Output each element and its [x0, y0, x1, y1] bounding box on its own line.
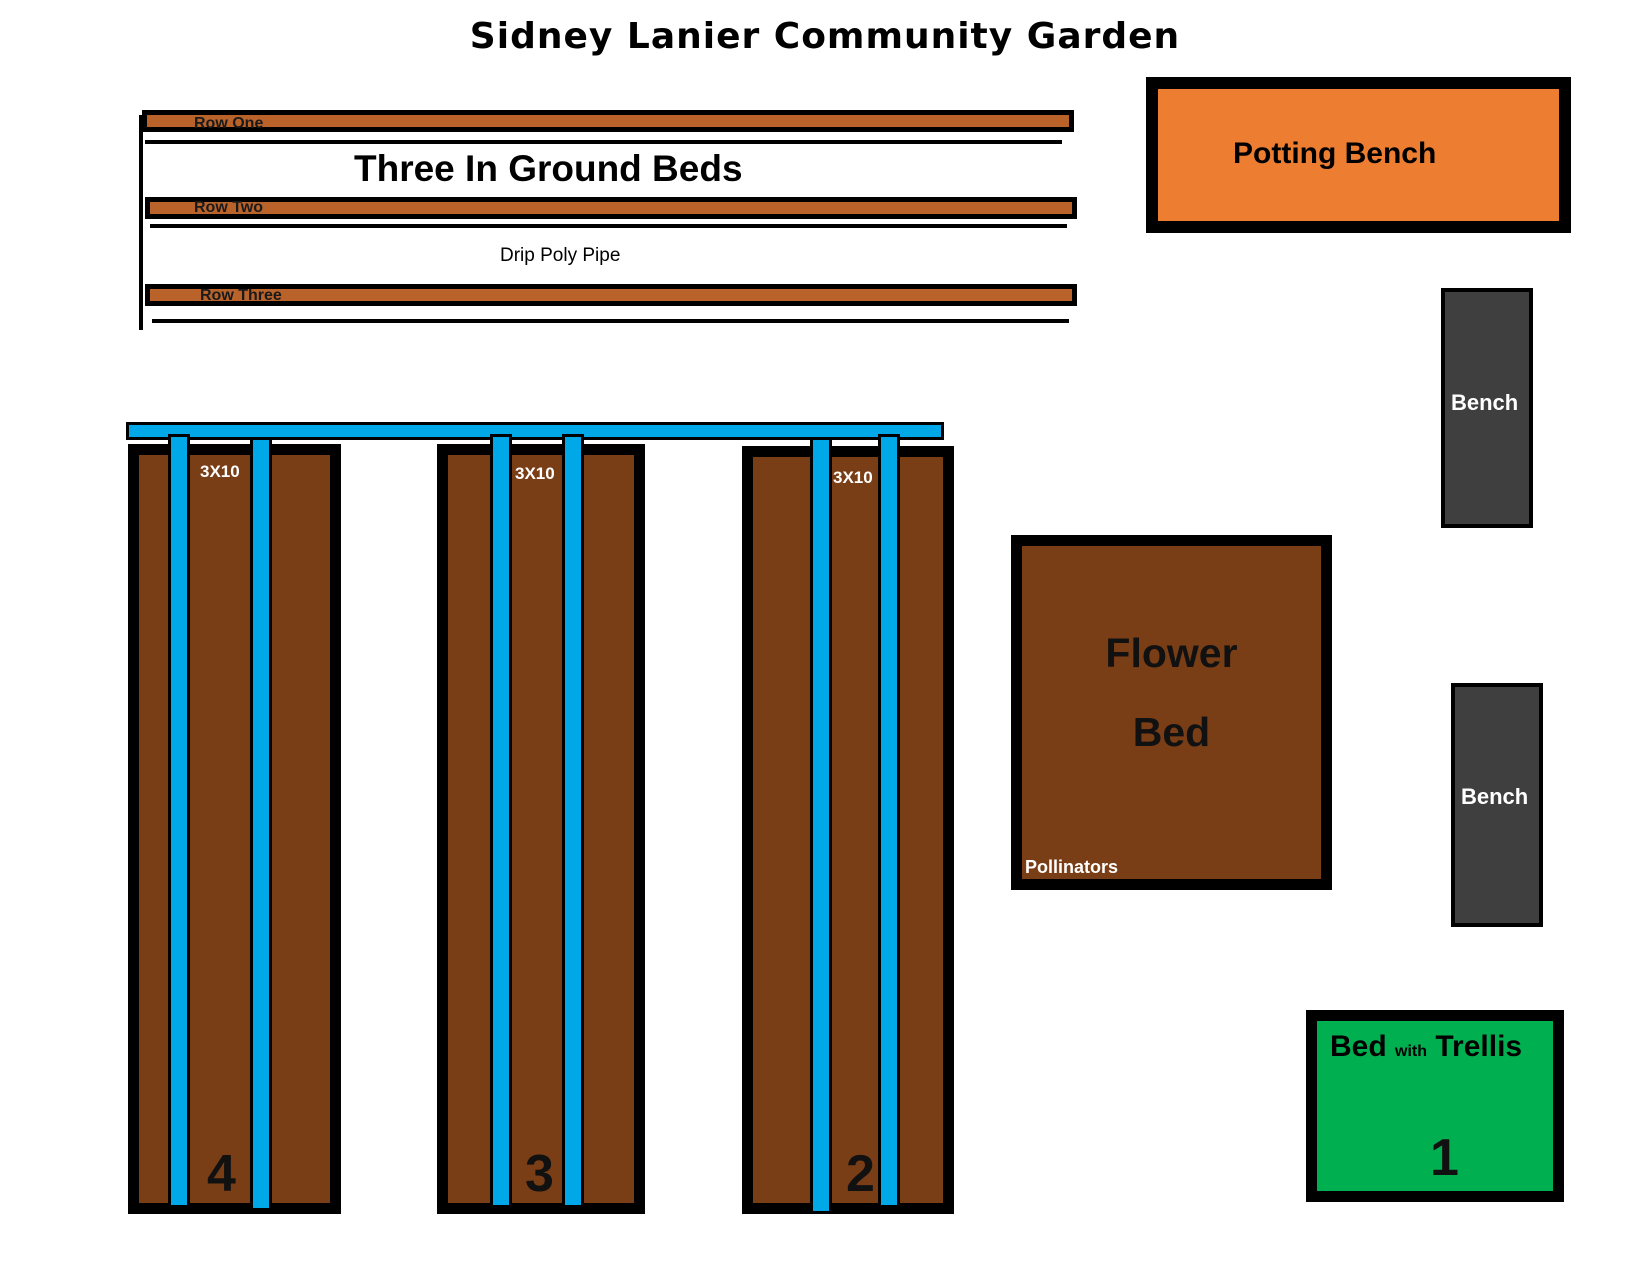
row-one-drip-line	[145, 140, 1062, 144]
in-ground-left-border	[139, 115, 143, 330]
bench-upper-label: Bench	[1451, 390, 1519, 415]
raised-bed-4-drip-left	[168, 434, 190, 1208]
row-three-strip	[145, 284, 1077, 306]
raised-bed-4	[128, 444, 341, 1214]
flower-bed-pollinators-note: Pollinators	[1025, 857, 1119, 877]
row-two-drip-line	[150, 224, 1067, 228]
row-two-strip	[145, 197, 1077, 219]
raised-bed-4-number: 4	[207, 1145, 236, 1203]
raised-bed-2-dims: 3X10	[833, 468, 873, 487]
trellis-bed-number: 1	[1430, 1129, 1459, 1187]
trellis-bed	[1306, 1010, 1564, 1202]
trellis-bed-word-with: with	[1395, 1043, 1428, 1060]
drip-pipe-header	[126, 422, 944, 440]
raised-bed-2	[742, 446, 954, 1214]
in-ground-beds-area: Row One Three In Ground Beds Row Two Dri…	[0, 0, 1100, 340]
raised-bed-3-drip-right	[562, 434, 584, 1208]
row-one-label: Row One	[194, 115, 264, 132]
flower-bed	[1011, 535, 1332, 890]
raised-bed-2-drip-right	[878, 434, 900, 1208]
row-two-label: Row Two	[194, 199, 264, 216]
raised-bed-4-dims: 3X10	[200, 462, 240, 481]
flower-bed-label-line1: Flower	[1105, 630, 1238, 676]
page-title: Sidney Lanier Community Garden	[469, 16, 1181, 57]
potting-bench-label: Potting Bench	[1233, 137, 1437, 170]
raised-bed-4-drip-right	[250, 437, 272, 1211]
trellis-bed-word-bed: Bed	[1330, 1030, 1387, 1063]
row-one-strip	[142, 110, 1074, 132]
flower-bed-label-line2: Bed	[1132, 709, 1211, 755]
raised-bed-3-drip-left	[490, 434, 512, 1208]
in-ground-beds-label: Three In Ground Beds	[354, 148, 743, 189]
bench-lower	[1451, 683, 1543, 927]
raised-bed-3	[437, 444, 645, 1214]
raised-bed-2-drip-left	[810, 437, 832, 1214]
potting-bench	[1146, 77, 1571, 233]
raised-bed-2-number: 2	[846, 1145, 875, 1203]
bench-lower-label: Bench	[1461, 784, 1529, 809]
row-three-drip-line	[152, 319, 1069, 323]
trellis-bed-label: Bed with Trellis	[1330, 1030, 1522, 1064]
raised-bed-3-number: 3	[525, 1145, 554, 1203]
bench-upper	[1441, 288, 1533, 528]
raised-bed-3-dims: 3X10	[515, 464, 555, 483]
row-three-label: Row Three	[200, 287, 282, 304]
trellis-bed-word-trellis: Trellis	[1435, 1030, 1523, 1063]
drip-poly-pipe-label: Drip Poly Pipe	[500, 245, 621, 266]
